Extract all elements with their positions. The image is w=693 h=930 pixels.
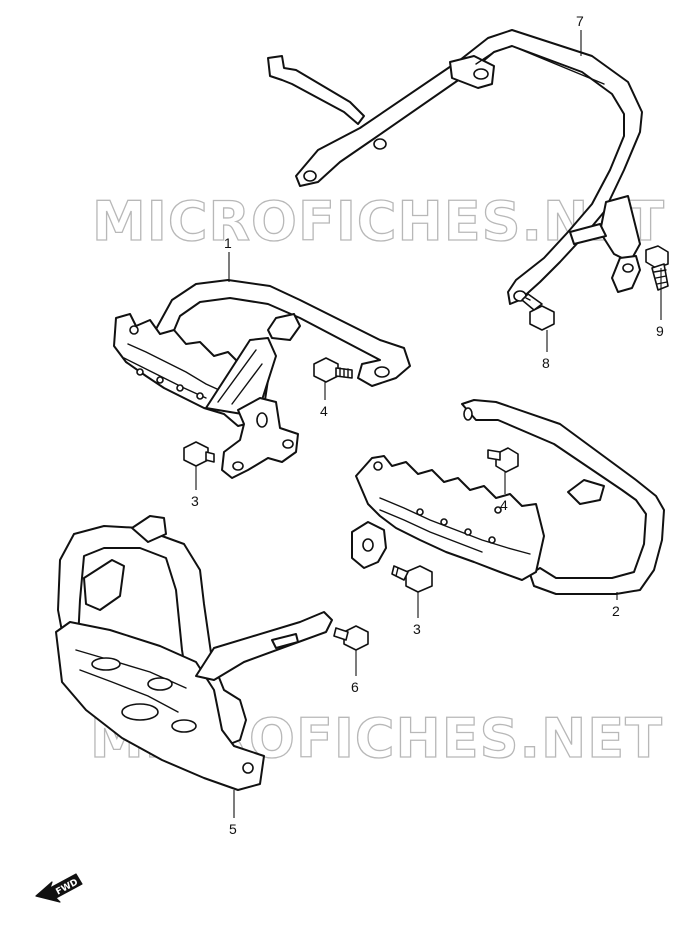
- bolt-8: [521, 293, 555, 331]
- callout-4-upper: 4: [320, 403, 328, 419]
- callout-6: 6: [351, 679, 359, 695]
- bolt-6: [333, 625, 369, 651]
- callout-3-lower: 3: [413, 621, 421, 637]
- part-1-left-step: [113, 279, 411, 479]
- bolt-3-upper: [183, 441, 215, 467]
- callout-2: 2: [612, 603, 620, 619]
- callout-4-lower: 4: [500, 497, 508, 513]
- callout-9: 9: [656, 323, 664, 339]
- bolt-3-lower: [391, 565, 433, 593]
- callout-8: 8: [542, 355, 550, 371]
- callout-3-upper: 3: [191, 493, 199, 509]
- callout-1: 1: [224, 235, 232, 251]
- part-7-rear-frame: [267, 29, 643, 305]
- callout-5: 5: [229, 821, 237, 837]
- leader-lines: [195, 30, 662, 818]
- bolt-4-upper: [313, 357, 353, 383]
- part-5-front-guard: [55, 515, 333, 791]
- bolt-4-lower: [487, 447, 519, 473]
- part-2-right-step: [351, 399, 665, 595]
- callout-7: 7: [576, 13, 584, 29]
- callouts: 7 1 9 8 4 3 4 2 3 6 5: [191, 13, 664, 837]
- fwd-arrow-icon: FWD: [35, 873, 83, 903]
- bolt-9: [645, 245, 669, 291]
